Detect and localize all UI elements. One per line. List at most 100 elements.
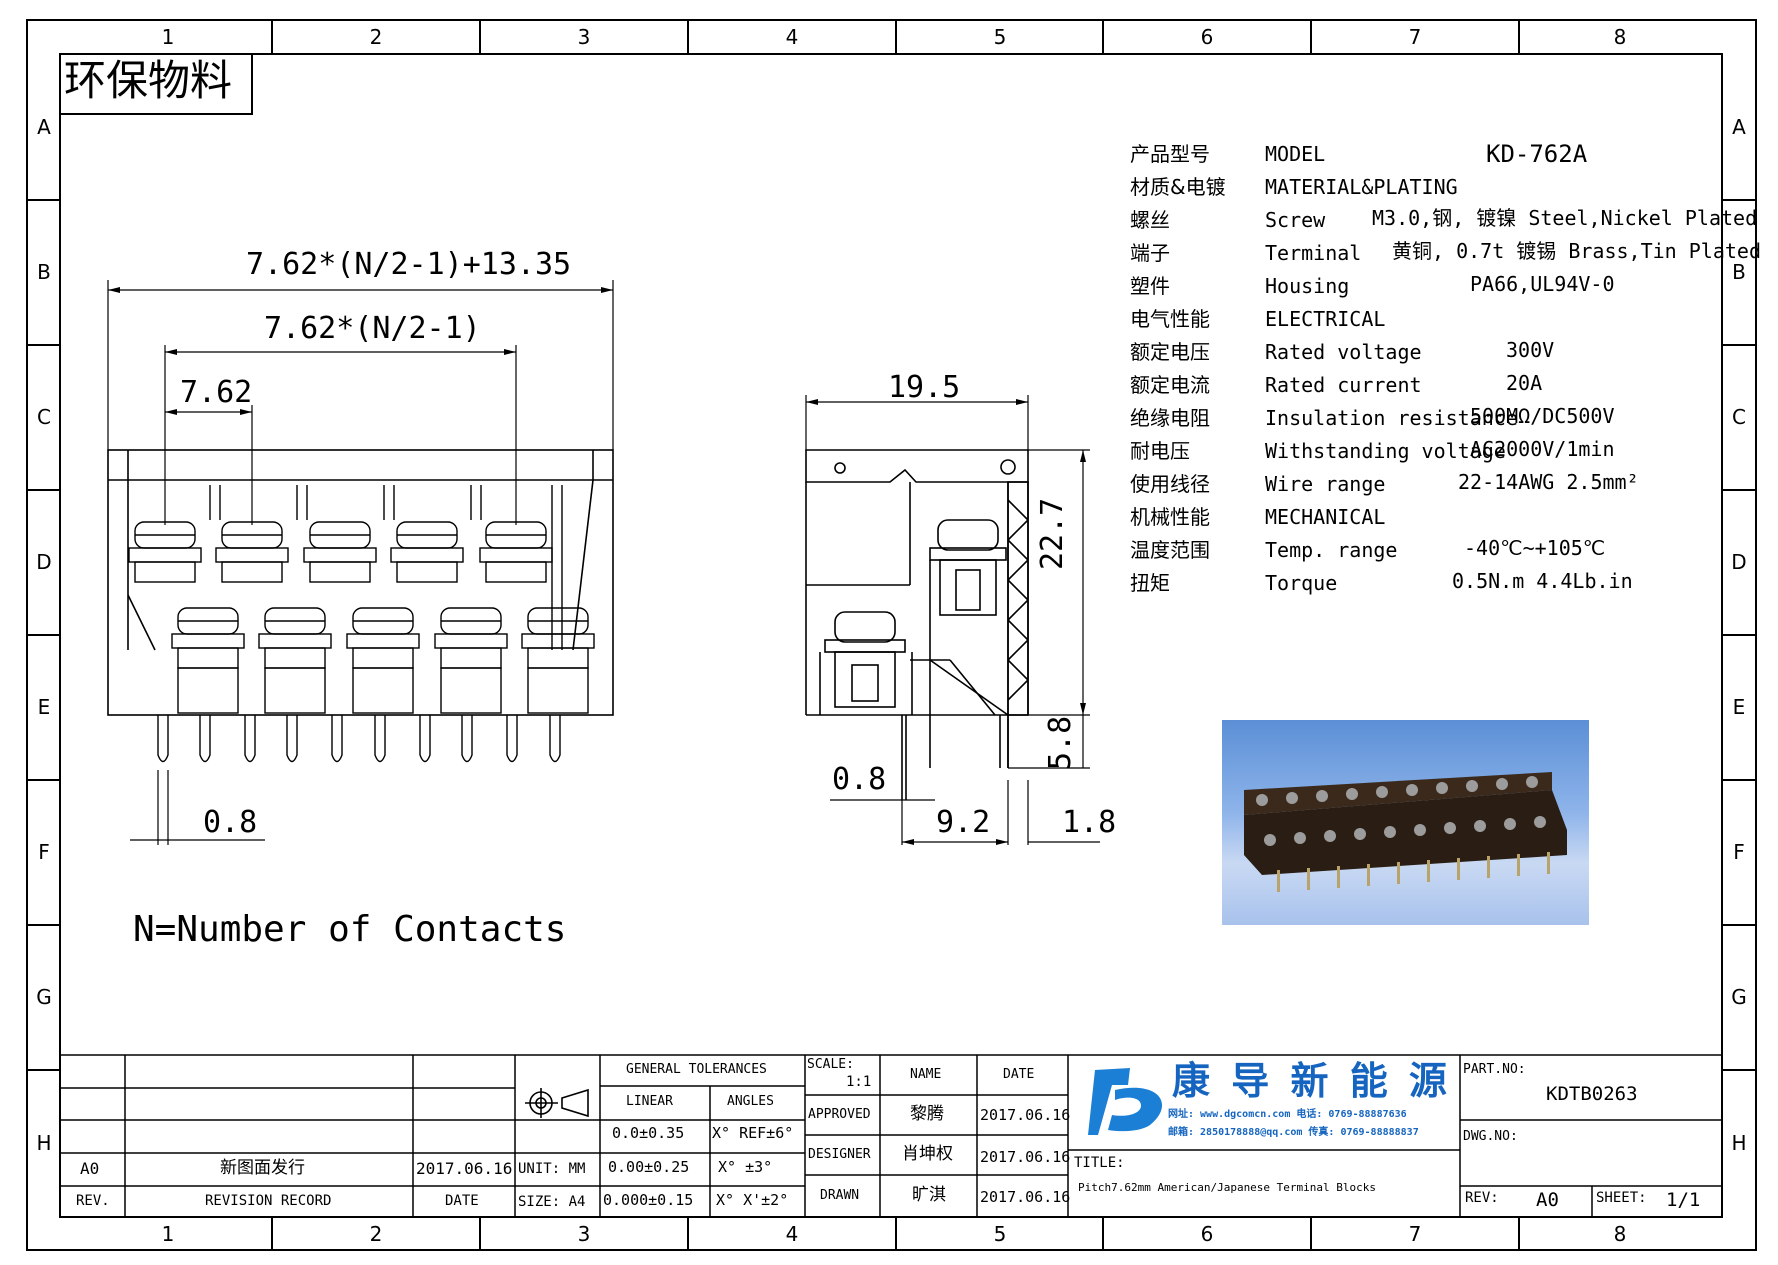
photo-screw xyxy=(1526,776,1538,788)
photo-pin xyxy=(1427,860,1430,882)
screw-icon xyxy=(258,607,332,669)
screw-icon xyxy=(346,607,420,669)
dim-side-pin-label: 0.8 xyxy=(832,762,887,797)
spec-en-label: Insulation resistance xyxy=(1265,406,1518,430)
pin xyxy=(419,715,431,763)
designer-name: 肖坤权 xyxy=(902,1144,953,1164)
company-name: 康 导 新 能 源 xyxy=(1172,1059,1451,1103)
photo-pin xyxy=(1367,864,1370,886)
spec-en-label: Housing xyxy=(1265,274,1350,298)
title-block-lines xyxy=(60,1054,1722,1217)
spec-cn-label: 额定电流 xyxy=(1130,373,1210,397)
grid-row-right-B: B xyxy=(1732,260,1746,284)
terminal-body xyxy=(440,667,502,714)
photo-pin xyxy=(1457,858,1460,880)
photo-screw xyxy=(1286,792,1298,804)
approved-label: APPROVED xyxy=(808,1107,871,1122)
banner-text: 环保物料 xyxy=(64,56,233,105)
projection-symbol-icon xyxy=(525,1088,589,1118)
screw-icon xyxy=(215,521,289,583)
grid-col-bottom-1: 1 xyxy=(161,1222,175,1246)
photo-pin xyxy=(1307,868,1310,890)
angle-tol-2: X° ±3° xyxy=(718,1158,773,1176)
linear-tol-1: 0.0±0.35 xyxy=(612,1124,685,1142)
spec-en-label: Temp. range xyxy=(1265,538,1398,562)
dim-offset-label: 9.2 xyxy=(936,805,991,840)
front-dimensions xyxy=(107,280,614,845)
spec-value: M3.0,钢, 镀镍 Steel,Nickel Plated xyxy=(1372,206,1758,230)
grid-row-right-D: D xyxy=(1731,550,1747,574)
pin xyxy=(506,715,518,763)
pin xyxy=(331,715,343,763)
angles-label: ANGLES xyxy=(727,1094,774,1109)
spec-value: PA66,UL94V-0 xyxy=(1470,272,1615,296)
screw-icon xyxy=(303,521,377,583)
grid-col-top-7: 7 xyxy=(1408,25,1422,49)
linear-tol-2: 0.00±0.25 xyxy=(608,1158,690,1176)
front-arrows xyxy=(108,287,613,415)
spec-cn-label: 产品型号 xyxy=(1130,142,1210,166)
spec-en-label: MECHANICAL xyxy=(1265,505,1386,529)
spec-value: 黄铜, 0.7t 镀锡 Brass,Tin Plated xyxy=(1392,239,1761,263)
grid-col-top-8: 8 xyxy=(1613,25,1627,49)
spec-value: 22-14AWG 2.5mm² xyxy=(1458,470,1639,494)
banner-box xyxy=(59,53,253,115)
dim-height-label: 22.7 xyxy=(1035,497,1070,570)
grid-row-right-C: C xyxy=(1732,405,1746,429)
spec-cn-label: 使用线径 xyxy=(1130,472,1210,496)
photo-screw xyxy=(1324,830,1336,842)
screw-icon xyxy=(521,607,595,669)
part-no: KDTB0263 xyxy=(1546,1083,1638,1105)
drawn-date: 2017.06.16 xyxy=(980,1188,1071,1206)
grid-col-bottom-2: 2 xyxy=(369,1222,383,1246)
designer-date: 2017.06.16 xyxy=(980,1148,1071,1166)
grid-row-right-E: E xyxy=(1732,695,1746,719)
grid-row-left-G: G xyxy=(36,985,52,1009)
spec-en-label: MODEL xyxy=(1265,142,1326,166)
spec-en-label: MATERIAL&PLATING xyxy=(1265,175,1458,199)
photo-screw xyxy=(1316,790,1328,802)
spec-value: 300V xyxy=(1506,338,1555,362)
approved-name: 黎腾 xyxy=(910,1104,944,1124)
spec-en-label: Screw xyxy=(1265,208,1326,232)
photo-screw xyxy=(1376,786,1388,798)
dim-pin-len-label: 5.8 xyxy=(1043,715,1078,770)
screw-icon xyxy=(128,521,202,583)
pin xyxy=(244,715,256,763)
screw-icon xyxy=(390,521,464,583)
photo-screw xyxy=(1504,818,1516,830)
side-view xyxy=(805,449,1029,800)
photo-pin xyxy=(1517,854,1520,876)
grid-row-left-B: B xyxy=(37,260,51,284)
grid-row-left-E: E xyxy=(37,695,51,719)
dim-pitch-label: 7.62 xyxy=(180,375,253,410)
grid-row-left-F: F xyxy=(38,840,50,864)
approved-date: 2017.06.16 xyxy=(980,1106,1071,1124)
grid-col-bottom-3: 3 xyxy=(577,1222,591,1246)
grid-col-top-2: 2 xyxy=(369,25,383,49)
sheet-label: SHEET: xyxy=(1596,1190,1647,1206)
dim-pin-label: 0.8 xyxy=(203,805,258,840)
sheet-value: 1/1 xyxy=(1666,1189,1701,1211)
spec-value: KD-762A xyxy=(1486,140,1588,168)
angle-tol-1: X° REF±6° xyxy=(712,1124,794,1142)
photo-screw xyxy=(1294,832,1306,844)
linear-label: LINEAR xyxy=(626,1094,673,1109)
unit-label: UNIT: MM xyxy=(518,1161,586,1177)
grid-row-right-G: G xyxy=(1731,985,1747,1009)
photo-pin xyxy=(1487,856,1490,878)
spec-en-label: Rated voltage xyxy=(1265,340,1422,364)
designer-label: DESIGNER xyxy=(808,1147,871,1162)
grid-row-left-D: D xyxy=(36,550,52,574)
photo-screw xyxy=(1496,778,1508,790)
spec-value: 20A xyxy=(1506,371,1543,395)
front-view xyxy=(107,449,614,716)
spec-cn-label: 温度范围 xyxy=(1130,538,1210,562)
title-label: TITLE: xyxy=(1074,1155,1125,1171)
grid-col-top-6: 6 xyxy=(1200,25,1214,49)
photo-screw xyxy=(1474,820,1486,832)
spec-en-label: Withstanding voltage xyxy=(1265,439,1506,463)
photo-screw xyxy=(1354,828,1366,840)
photo-screw xyxy=(1346,788,1358,800)
